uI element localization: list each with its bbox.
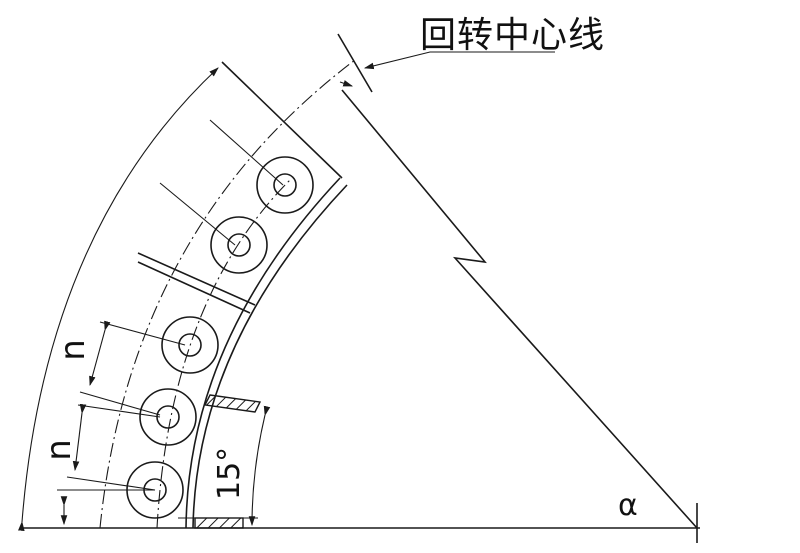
spacing-label-n-2: n	[38, 439, 79, 461]
hatched-block-bottom	[194, 517, 244, 529]
cross-line-1	[137, 252, 256, 306]
inner-wall-line-1	[185, 177, 341, 529]
roller-5	[209, 119, 314, 214]
angle-15-dimension	[248, 405, 271, 527]
spacing-label-n-1: n	[52, 339, 93, 361]
rotation-centerline	[99, 59, 356, 529]
roller-axis-centerline	[156, 179, 291, 529]
roller-1	[57, 461, 184, 519]
title-leader	[363, 51, 555, 70]
inner-wall-line-2	[192, 184, 348, 529]
angle-alpha-label: α	[618, 488, 638, 523]
roller-4	[159, 182, 268, 274]
rotation-centerline-label: 回转中心线	[420, 15, 606, 56]
top-radial-edge	[221, 61, 343, 179]
roller-3	[99, 316, 219, 374]
cross-line-2	[137, 261, 251, 314]
hypotenuse-break-line	[341, 89, 698, 529]
spacing-dimension-2	[72, 403, 87, 472]
hatched-block-top	[203, 394, 262, 413]
roller-2	[77, 388, 197, 446]
outer-arc-dimension	[18, 67, 219, 532]
spacing-dimension-1	[89, 320, 111, 387]
angle-15-label: 15°	[212, 446, 247, 500]
centerline-tick	[337, 33, 373, 93]
